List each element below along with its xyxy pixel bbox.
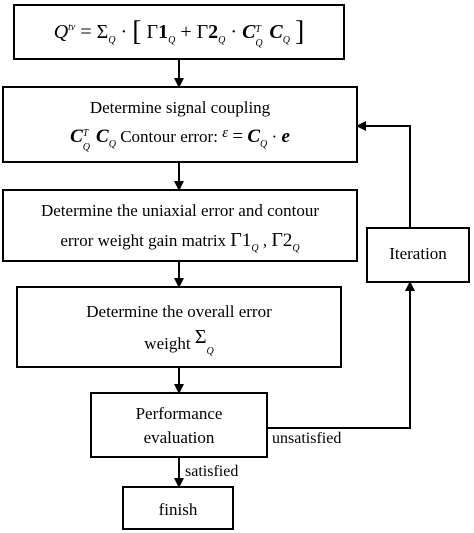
coupling-c1-sup: T — [82, 128, 89, 139]
uniaxial-gamma2-num: 2 — [282, 230, 293, 251]
formula-gamma1-num: 1 — [158, 21, 169, 43]
coupling-contour-text: Contour error: — [120, 127, 218, 146]
coupling-epsilon: ε — [222, 125, 229, 141]
uniaxial-gamma1-sub: Q — [251, 243, 259, 254]
formula-gamma2-num: 2 — [208, 21, 219, 43]
performance-line2: evaluation — [143, 428, 215, 447]
uniaxial-formula-line: error weight gain matrix Γ1Q , Γ2Q — [4, 229, 356, 254]
arrow-performance-to-iteration — [268, 281, 415, 429]
uniaxial-gamma2: Γ — [271, 229, 283, 251]
uniaxial-line2: error weight gain matrix — [60, 231, 227, 250]
coupling-c2-sub: Q — [108, 139, 116, 150]
coupling-c2: C — [96, 126, 109, 147]
formula-rbracket: ] — [294, 16, 305, 47]
formula-gamma2-sub: Q — [218, 35, 226, 46]
iteration-box: Iteration — [366, 227, 470, 283]
formula-c2: C — [269, 21, 283, 43]
formula-gamma2: Γ — [196, 21, 209, 43]
uniaxial-gamma2-sub: Q — [292, 243, 300, 254]
performance-box: Performance evaluation — [90, 392, 268, 458]
formula-gamma1: Γ — [146, 21, 159, 43]
uniaxial-box: Determine the uniaxial error and contour… — [2, 189, 358, 262]
coupling-eq: = — [232, 126, 244, 147]
formula-equals: = — [80, 21, 92, 43]
iteration-label: Iteration — [389, 244, 447, 263]
edge-label-unsatisfied: unsatisfied — [272, 430, 342, 447]
uniaxial-title: Determine the uniaxial error and contour — [40, 201, 320, 220]
formula-plus: + — [180, 21, 192, 43]
uniaxial-gamma1: Γ — [230, 229, 242, 251]
coupling-e: e — [281, 126, 290, 147]
finish-box: finish — [122, 486, 234, 530]
formula-dot-2: · — [230, 21, 238, 43]
overall-sigma-sub: Q — [206, 346, 214, 357]
overall-box: Determine the overall error weight ΣQ — [16, 286, 342, 368]
overall-formula-line: weight ΣQ — [18, 326, 340, 357]
uniaxial-comma: , — [262, 231, 268, 250]
formula-c1-sup: T — [255, 24, 261, 35]
formula-sigma-sub: Q — [108, 35, 116, 46]
coupling-c3-sub: Q — [260, 139, 268, 150]
formula-sigma: Σ — [96, 21, 109, 43]
arrow-iteration-to-coupling — [356, 121, 411, 227]
performance-line1: Performance — [135, 404, 223, 423]
overall-line2: weight — [144, 334, 191, 353]
edge-label-satisfied: satisfied — [185, 463, 239, 480]
coupling-c1-sub: Q — [82, 142, 91, 153]
coupling-title: Determine signal coupling — [89, 98, 271, 117]
coupling-dot: · — [271, 127, 278, 146]
formula-q: Q — [53, 21, 69, 43]
overall-title: Determine the overall error — [86, 302, 272, 321]
formula-c1-sub: Q — [255, 38, 263, 49]
formula-c2-sub: Q — [282, 35, 290, 46]
formula-dot: · — [120, 21, 128, 43]
coupling-c1: C — [70, 126, 83, 147]
formula-c1: C — [242, 21, 256, 43]
uniaxial-gamma1-num: 1 — [241, 230, 252, 251]
formula-gamma1-sub: Q — [168, 35, 176, 46]
formula-lbracket: [ — [132, 16, 142, 47]
finish-label: finish — [158, 500, 198, 519]
overall-sigma: Σ — [194, 326, 207, 348]
formula-q-sup: tv — [68, 22, 76, 33]
coupling-c3: C — [247, 126, 261, 147]
